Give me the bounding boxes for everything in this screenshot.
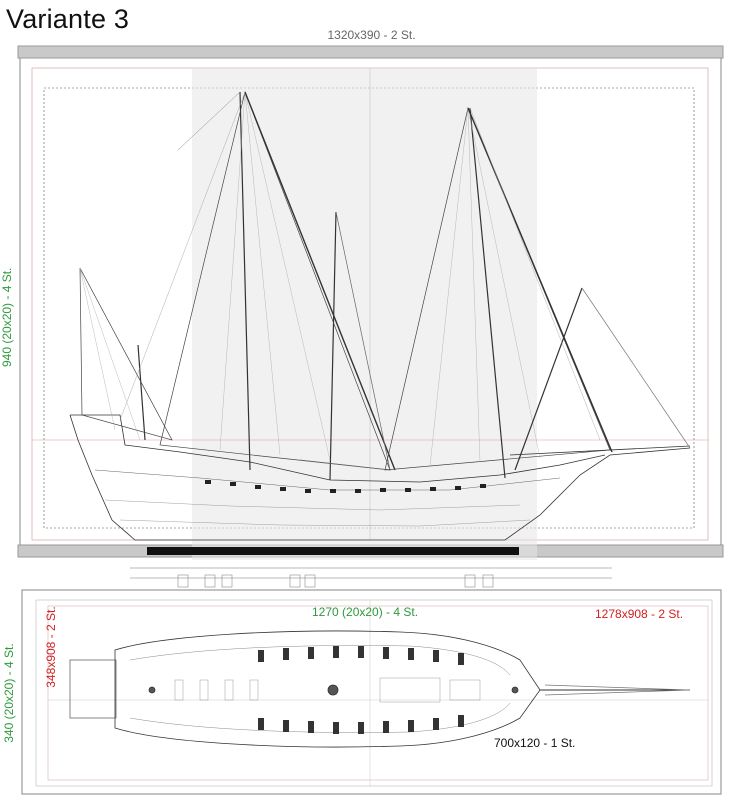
page-title: Variante 3 <box>6 4 130 34</box>
scale-bar <box>130 547 612 588</box>
sails <box>79 90 691 471</box>
plan-frame <box>21 589 722 795</box>
deck-guns <box>258 646 464 734</box>
plan-outer-dimension: 1278x908 - 2 St. <box>595 607 684 621</box>
deck-gratings <box>174 677 481 703</box>
elevation-top-dimension: 1320x390 - 2 St. <box>327 28 416 42</box>
plan-base-dimension: 700x120 - 1 St. <box>494 736 576 750</box>
plan-length-dimension: 1270 (20x20) - 4 St. <box>312 605 419 619</box>
gun-ports <box>205 480 486 493</box>
plan-side-dimension-green: 340 (20x20) - 4 St. <box>2 643 16 743</box>
plan-side-dimension-red: 348x908 - 2 St. <box>44 606 58 688</box>
ship-hull <box>69 414 691 541</box>
elevation-frame <box>17 45 724 560</box>
masts <box>137 91 506 481</box>
ship-deck <box>69 630 691 748</box>
elevation-left-dimension: 940 (20x20) - 4 St. <box>0 267 14 367</box>
